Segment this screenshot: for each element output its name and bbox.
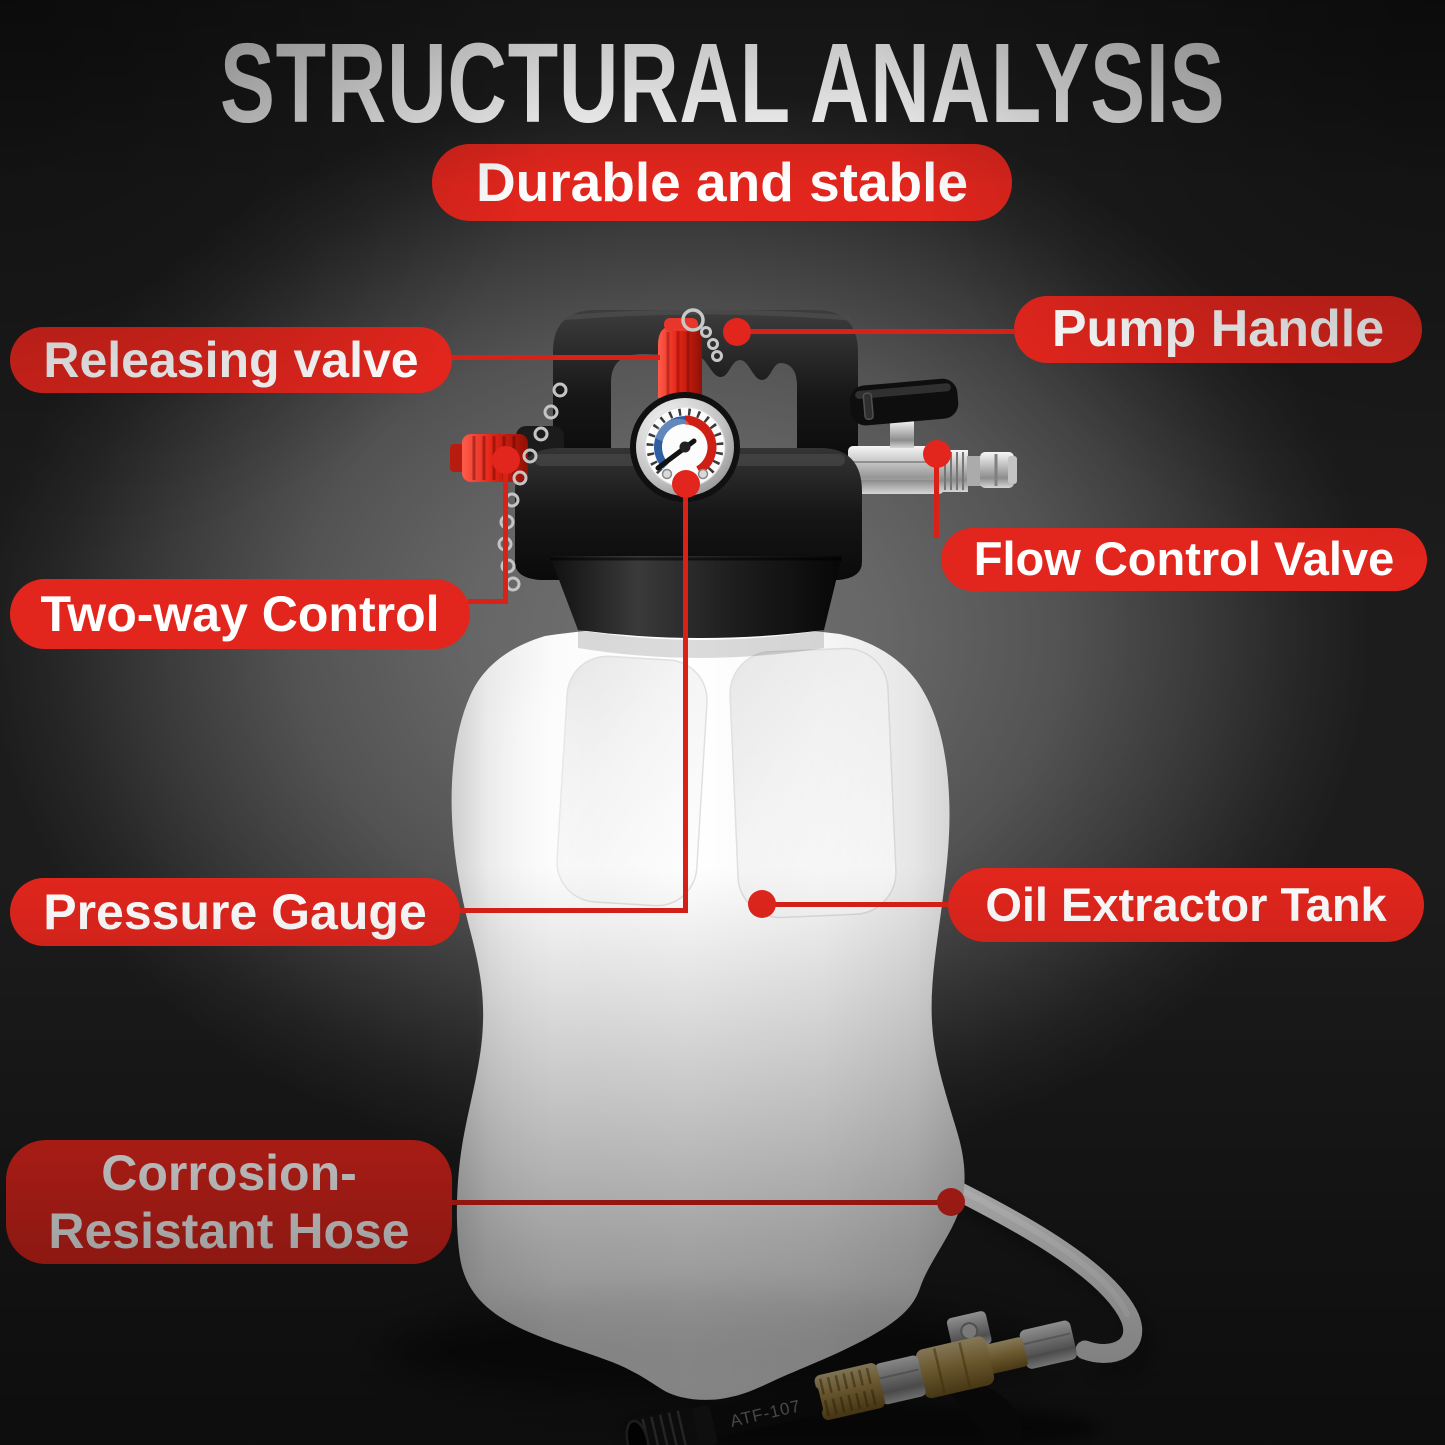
leader-pressure-vert [683, 484, 688, 912]
leader-pump-handle [737, 329, 1014, 334]
leader-hose [450, 1200, 950, 1205]
valve-lever [849, 378, 959, 426]
callout-corrosion-line2: Resistant Hose [48, 1203, 410, 1259]
leader-releasing-valve [450, 355, 660, 360]
callout-pressure-gauge: Pressure Gauge [10, 878, 460, 946]
page-title-text: STRUCTURAL ANALYSIS [219, 20, 1226, 146]
anchor-dot-hose [937, 1188, 965, 1216]
anchor-dot-flow-valve [923, 440, 951, 468]
leader-pressure-horiz [458, 908, 688, 913]
anchor-dot-pump-handle [723, 318, 751, 346]
leader-two-way-horiz [468, 599, 508, 604]
callout-two-way-control: Two-way Control [10, 579, 470, 649]
callout-releasing-valve: Releasing valve [10, 327, 452, 393]
anchor-dot-two-way [492, 446, 520, 474]
flow-control-valve-part [848, 378, 1017, 494]
leader-oil-tank [762, 902, 948, 907]
callout-flow-control-valve: Flow Control Valve [941, 528, 1427, 591]
anchor-dot-oil-tank [748, 890, 776, 918]
anchor-dot-pressure-gauge [672, 470, 700, 498]
callout-corrosion-line1: Corrosion- [101, 1145, 357, 1201]
badge-durable-and-stable: Durable and stable [432, 144, 1012, 221]
pump-collar [550, 556, 842, 638]
callout-pump-handle: Pump Handle [1014, 296, 1422, 363]
tank-part [450, 625, 965, 1400]
page-title: STRUCTURAL ANALYSIS [0, 18, 1445, 148]
callout-corrosion-resistant-hose: Corrosion- Resistant Hose [6, 1140, 452, 1264]
callout-oil-extractor-tank: Oil Extractor Tank [948, 868, 1424, 942]
leader-two-way-vert [503, 458, 508, 604]
